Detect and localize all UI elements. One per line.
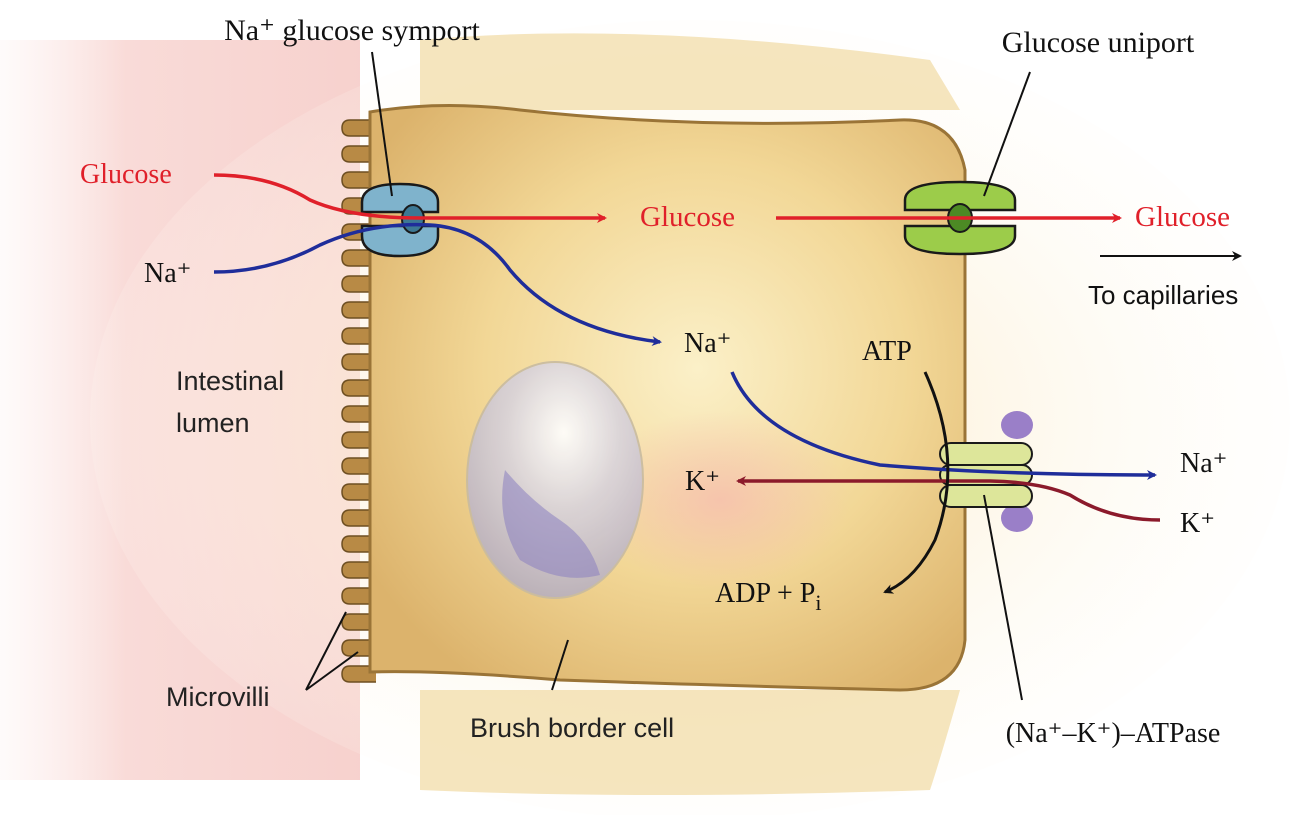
- intestinal-lumen-label-line1: Intestinal: [176, 366, 284, 396]
- microvillus: [341, 639, 376, 657]
- microvillus: [341, 275, 376, 293]
- glucose-arrow-into-cell: [213, 173, 607, 223]
- microvillus: [341, 405, 376, 423]
- brush-border-cell-body: [368, 103, 967, 692]
- brush-border-cell-label: Brush border cell: [470, 713, 674, 743]
- microvillus: [341, 301, 376, 319]
- microvillus: [341, 379, 376, 397]
- microvillus: [341, 665, 376, 683]
- potassium-label-cell: K⁺: [685, 466, 720, 497]
- intestinal-lumen-label-line2: lumen: [176, 408, 250, 438]
- atp-to-adp-arrow: [883, 371, 950, 594]
- sodium-label-out: Na⁺: [1180, 448, 1227, 479]
- microvillus: [341, 457, 376, 475]
- atpase-leader-line: [983, 494, 1023, 701]
- potassium-label-out: K⁺: [1180, 508, 1215, 539]
- symport-label: Na⁺ glucose symport: [224, 14, 480, 47]
- microvillus: [341, 535, 376, 553]
- neighbor-cell-bottom: [420, 690, 960, 795]
- microvillus: [341, 145, 376, 163]
- glucose-label-cell: Glucose: [640, 201, 735, 233]
- microvilli-label: Microvilli: [166, 682, 270, 712]
- sodium-arrow-into-cell: [213, 222, 662, 347]
- cytoplasm-pink-tint: [590, 410, 850, 590]
- glucose-label-capillaries: Glucose: [1135, 201, 1230, 233]
- atpase-label: (Na⁺–K⁺)–ATPase: [1006, 718, 1221, 749]
- microvillus: [341, 561, 376, 579]
- brush-border-leader-line: [551, 639, 569, 691]
- adp-main-text: ADP + P: [715, 578, 815, 609]
- microvillus: [341, 587, 376, 605]
- sodium-label-cell: Na⁺: [684, 328, 731, 359]
- microvillus: [341, 431, 376, 449]
- potassium-arrow-into-cell: [736, 476, 1161, 522]
- uniport-leader-line: [983, 71, 1031, 197]
- microvillus: [341, 327, 376, 345]
- microvilli-group: [341, 119, 376, 683]
- neighbor-cell-top: [420, 33, 960, 111]
- symport-leader-line: [371, 51, 393, 197]
- microvillus: [341, 249, 376, 267]
- microvillus: [341, 483, 376, 501]
- microvillus: [341, 171, 376, 189]
- sodium-arrow-out-pump: [730, 371, 1157, 480]
- microvillus: [341, 353, 376, 371]
- microvilli-leader-line-2: [305, 651, 359, 691]
- adp-label: ADP + Pi: [715, 578, 821, 615]
- atp-label: ATP: [862, 336, 912, 367]
- sodium-label-lumen: Na⁺: [144, 258, 191, 289]
- microvilli-leader-line-1: [305, 611, 347, 691]
- microvillus: [341, 119, 376, 137]
- glucose-label-lumen: Glucose: [80, 159, 172, 190]
- to-capillaries-label: To capillaries: [1088, 280, 1238, 310]
- chromatin: [502, 470, 600, 578]
- microvillus: [341, 613, 376, 631]
- adp-subscript: i: [815, 590, 821, 615]
- uniport-label: Glucose uniport: [1002, 26, 1195, 59]
- microvillus: [341, 509, 376, 527]
